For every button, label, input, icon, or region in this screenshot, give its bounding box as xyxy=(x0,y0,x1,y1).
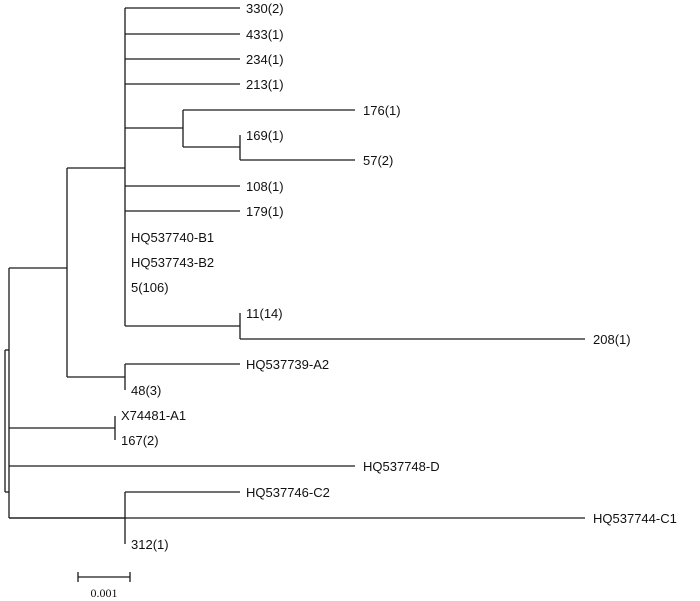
leaf-label-176: 176(1) xyxy=(363,103,401,118)
leaf-label-5: 5(106) xyxy=(131,280,169,295)
leaf-label-48: 48(3) xyxy=(131,383,161,398)
tree-branches xyxy=(4,7,585,544)
scale-bar-label: 0.001 xyxy=(91,586,118,600)
leaf-label-179: 179(1) xyxy=(246,204,284,219)
leaf-label-hq537748: HQ537748-D xyxy=(363,459,440,474)
leaf-label-57: 57(2) xyxy=(363,153,393,168)
tree-labels: 330(2) 433(1) 234(1) 213(1) 176(1) 169(1… xyxy=(121,1,677,552)
leaf-label-330: 330(2) xyxy=(246,1,284,16)
leaf-label-x74481: X74481-A1 xyxy=(121,408,186,423)
leaf-label-234: 234(1) xyxy=(246,52,284,67)
leaf-label-433: 433(1) xyxy=(246,27,284,42)
leaf-label-hq537744: HQ537744-C1 xyxy=(593,511,677,526)
leaf-label-hq537740: HQ537740-B1 xyxy=(131,230,214,245)
leaf-label-hq537746: HQ537746-C2 xyxy=(246,485,330,500)
leaf-label-169: 169(1) xyxy=(246,128,284,143)
leaf-label-312: 312(1) xyxy=(131,537,169,552)
leaf-label-hq537739: HQ537739-A2 xyxy=(246,357,329,372)
leaf-label-167: 167(2) xyxy=(121,433,159,448)
leaf-label-108: 108(1) xyxy=(246,179,284,194)
leaf-label-213: 213(1) xyxy=(246,77,284,92)
leaf-label-hq537743: HQ537743-B2 xyxy=(131,255,214,270)
scale-bar: 0.001 xyxy=(77,572,131,600)
leaf-label-208: 208(1) xyxy=(593,332,631,347)
leaf-label-11: 11(14) xyxy=(246,306,283,321)
